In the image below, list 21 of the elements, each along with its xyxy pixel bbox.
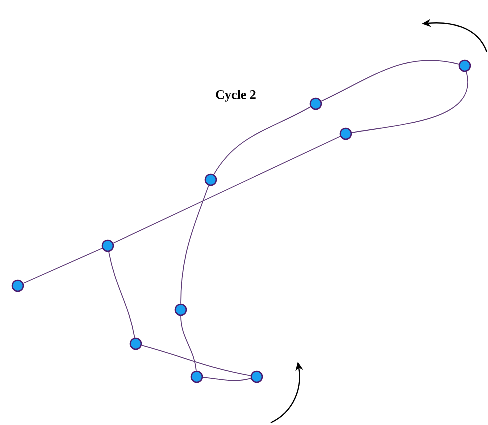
point-marker [130, 338, 142, 350]
curve-line [180, 316, 197, 372]
point-marker [12, 280, 24, 292]
curve-line [214, 106, 312, 176]
curve-line [108, 252, 136, 338]
point-marker [102, 240, 114, 252]
curve-line [352, 71, 468, 134]
point-marker [340, 128, 352, 140]
curve-line [321, 60, 460, 102]
point-marker [250, 370, 264, 384]
point-marker [204, 174, 218, 186]
curve-line [142, 345, 252, 376]
curve-line [113, 136, 341, 244]
point-marker [310, 98, 322, 110]
curve-line [202, 377, 252, 382]
curve-line [23, 248, 103, 284]
point-marker [458, 60, 472, 72]
cycle-label: Cycle 2 [216, 90, 256, 102]
point-marker [174, 304, 188, 316]
curve-line [180, 185, 210, 304]
point-marker [190, 370, 204, 384]
